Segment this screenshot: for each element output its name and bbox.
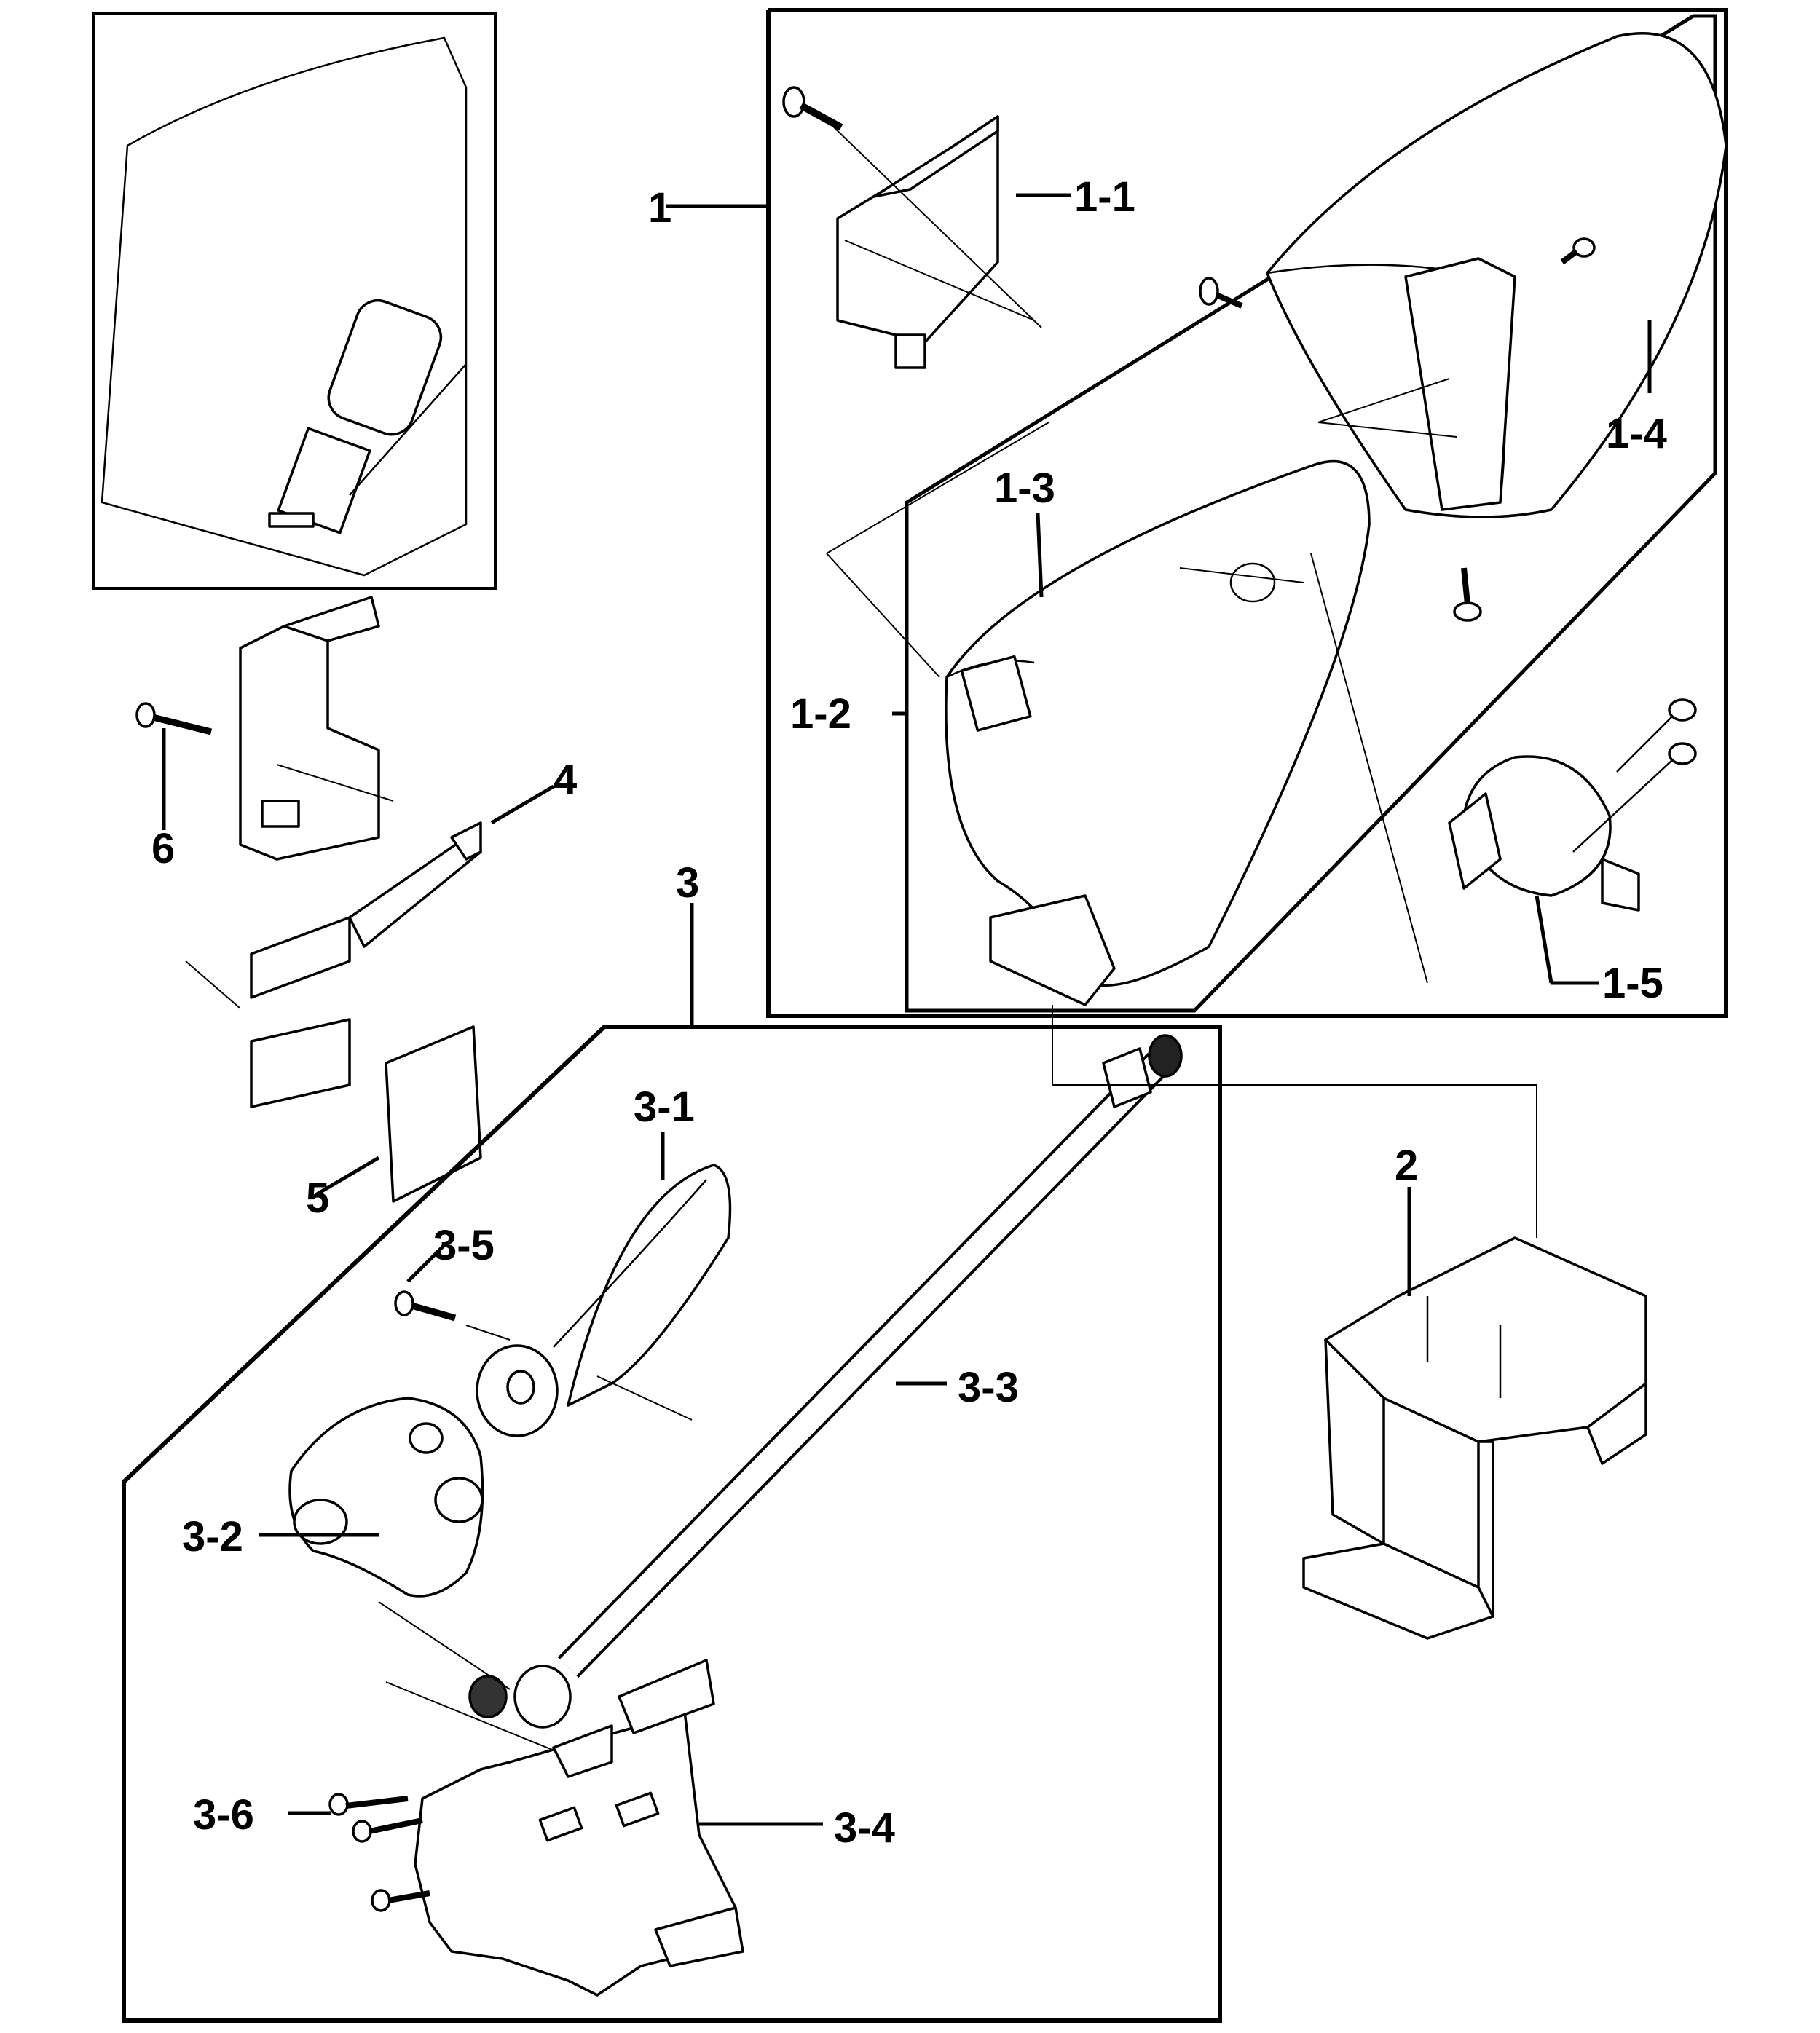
screw-icon bbox=[394, 1290, 457, 1322]
part-3-2-valve bbox=[288, 1397, 583, 1763]
label-3-2: 3-2 bbox=[182, 1513, 243, 1560]
label-1-5: 1-5 bbox=[1602, 960, 1663, 1007]
label-3-1: 3-1 bbox=[634, 1083, 695, 1131]
part-4-igniter bbox=[185, 821, 482, 1108]
part-6-bracket bbox=[135, 596, 394, 861]
label-1-2: 1-2 bbox=[790, 690, 851, 738]
label-3-5: 3-5 bbox=[433, 1222, 495, 1269]
callout-labels: 1 1-1 1-2 1-3 1-4 1-5 2 3 3-1 3-2 3-3 3-… bbox=[151, 173, 1667, 1852]
burner-assembly-overview-icon bbox=[268, 299, 467, 534]
screw-icon bbox=[782, 86, 843, 131]
label-1: 1 bbox=[648, 184, 671, 232]
label-4: 4 bbox=[554, 756, 577, 803]
label-5: 5 bbox=[306, 1175, 329, 1222]
part-1-4-rear-shield bbox=[1199, 32, 1728, 622]
assembly-3-box bbox=[122, 1025, 1222, 2023]
part-3-1-burner bbox=[394, 1164, 732, 1437]
label-1-4: 1-4 bbox=[1606, 410, 1667, 457]
leader-lines bbox=[162, 193, 1652, 1826]
part-5-pad bbox=[385, 1025, 482, 1203]
screw-icon bbox=[1199, 237, 1596, 622]
label-3-6: 3-6 bbox=[193, 1791, 254, 1839]
label-3-3: 3-3 bbox=[958, 1364, 1019, 1411]
screw-icon bbox=[328, 1793, 430, 1912]
part-3-3-tube bbox=[468, 1034, 1183, 1729]
label-3-4: 3-4 bbox=[834, 1804, 895, 1852]
assembly-1-box bbox=[766, 8, 1728, 1018]
part-1-5-sensor bbox=[1448, 698, 1697, 912]
overview-inset bbox=[92, 12, 497, 590]
label-1-3: 1-3 bbox=[994, 465, 1055, 512]
label-3: 3 bbox=[676, 859, 699, 907]
screw-icon bbox=[135, 702, 213, 735]
label-1-1: 1-1 bbox=[1074, 173, 1135, 221]
part-3-4-bracket bbox=[328, 1659, 744, 1997]
part-1-1-bracket bbox=[782, 86, 1042, 369]
part-2-bracket bbox=[1052, 1005, 1647, 1640]
label-6: 6 bbox=[151, 825, 175, 872]
screw-icon bbox=[1572, 698, 1697, 853]
label-2: 2 bbox=[1395, 1142, 1418, 1189]
part-1-2-1-3-front-shield bbox=[826, 422, 1428, 1006]
